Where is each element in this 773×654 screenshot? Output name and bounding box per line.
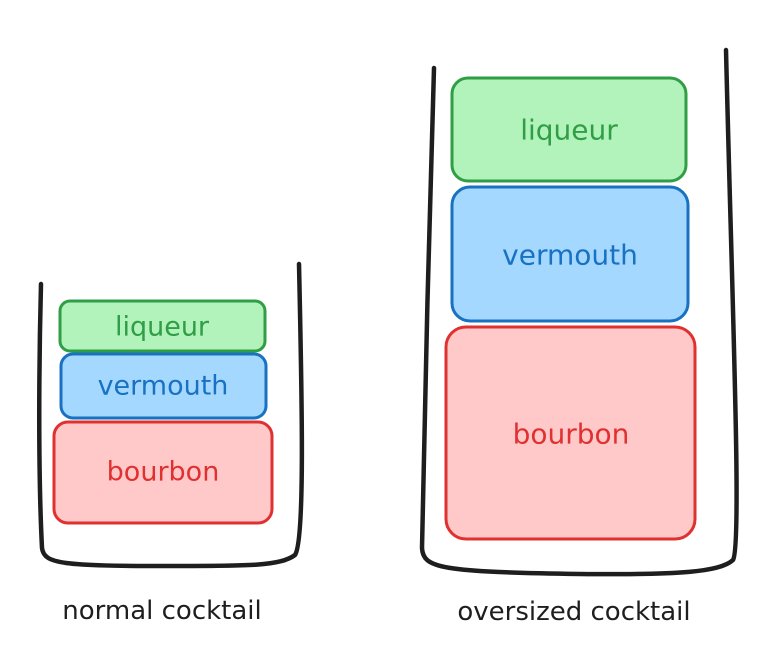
oversized-liqueur-layer <box>450 76 688 183</box>
normal-vermouth-label: vermouth <box>98 371 229 402</box>
oversized-liqueur-label: liqueur <box>520 114 618 147</box>
oversized-vermouth-label: vermouth <box>502 239 638 272</box>
normal-vermouth-layer <box>59 352 268 420</box>
oversized-bourbon-label: bourbon <box>513 418 630 451</box>
oversized-vermouth-layer <box>450 185 690 323</box>
oversized-cocktail-caption: oversized cocktail <box>457 597 690 627</box>
normal-bourbon-label: bourbon <box>107 457 220 488</box>
oversized-glass-outline <box>419 47 739 577</box>
normal-liqueur-label: liqueur <box>115 312 210 343</box>
oversized-cocktail-glass: liqueur vermouth bourbon oversized cockt… <box>419 47 739 627</box>
normal-cocktail-caption: normal cocktail <box>62 596 262 626</box>
normal-glass-outline <box>37 261 305 569</box>
normal-liqueur-layer <box>58 299 267 353</box>
oversized-bourbon-layer <box>444 325 697 541</box>
normal-bourbon-layer <box>52 420 274 525</box>
normal-cocktail-glass: liqueur vermouth bourbon normal cocktail <box>37 261 305 626</box>
